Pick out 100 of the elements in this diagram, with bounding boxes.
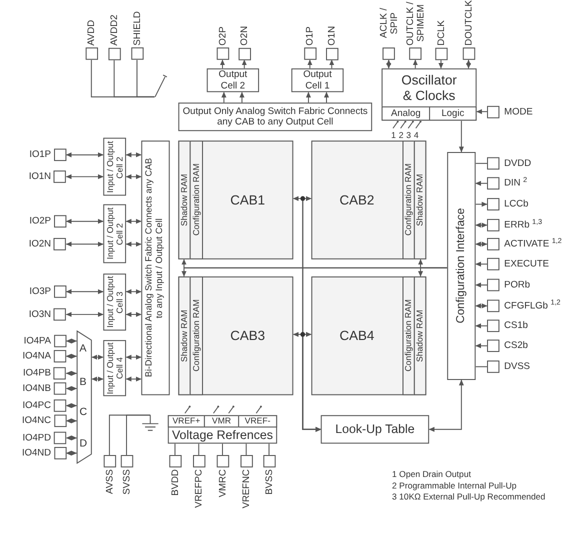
pin-label: IO3P [29,286,51,297]
arrow [475,323,488,328]
output-cell-block [291,68,344,92]
mux-channel-label: A [80,342,86,354]
pin-label: IO4PA [24,336,51,346]
signal-number: 4 [414,130,419,140]
arrow [324,92,329,104]
pin-label: LCCb [504,199,528,210]
pin-label: ERRb $^{1,3}$ [504,220,542,230]
block-label: Oscillator & Clocks [400,72,458,103]
pin-label: OUTCLK / SPIMEM [404,0,426,46]
block-label: Shadow RAM [180,174,190,226]
configuration-interface-block [447,152,476,380]
pin-label: ACLK / SPIP [378,7,400,40]
pin-label: AVDD [86,20,97,46]
block-label: Shadow RAM [415,174,425,226]
pin-label: DVSS [504,361,530,372]
connector-line [198,443,200,456]
block-label: Input / Output Cell 3 [104,275,124,330]
arrow [418,267,448,277]
arrow [428,380,464,432]
reference-cell [238,415,278,428]
oscillator-block [382,68,477,121]
block-label: Analog [391,108,421,119]
switch-fabric-block [141,140,170,396]
arrow [66,450,78,456]
block-label: Logic [442,108,464,119]
ram-strip [402,276,415,396]
pin-label: O1P [304,26,316,46]
arrow [126,174,142,180]
arrow [66,242,104,247]
pin-label: DVDD [504,158,532,169]
connector-line [126,414,151,456]
arrow [66,370,78,376]
cab-block [178,140,294,260]
connector-line [475,162,488,164]
pin-label: IO4ND [22,448,51,458]
block-label: Configuration RAM [404,164,414,236]
pin-label: O1N [326,26,337,46]
arrow [242,59,247,69]
logic-section [429,106,477,121]
pin-label: IO4NC [22,416,51,426]
pin-label: VREFNC [241,469,252,508]
block-label: Configuration RAM [191,300,202,372]
block-label: Configuration RAM [404,300,414,372]
pin-label: IO4NB [22,383,51,394]
arrow [475,202,488,207]
pin-label: IO4PB [23,368,51,379]
ram-strip [402,140,415,260]
pin-label: DOUTCLK [463,0,474,46]
arrow [66,152,104,158]
cab-block [178,276,294,396]
arrow [329,59,334,69]
pin-label: IO4PC [22,400,51,411]
pin-label: IO3N [28,309,51,320]
pin-label: BVDD [170,469,180,496]
pin-label: CS2b [504,340,528,352]
arrow [306,92,311,104]
arrow [66,289,104,294]
block-label: Bi-Directional Analog Switch Fabric Connects any CAB to any Input / Output Cell [145,158,166,378]
analog-section [382,106,430,121]
arrow [66,435,78,440]
signal-number: 3 [406,130,412,140]
arrow [66,354,78,359]
arrow [66,312,104,317]
pin-label: VMRC [217,469,228,498]
arrow [386,59,392,69]
block-label: Configuration RAM [191,164,202,236]
arrow [221,92,226,104]
signal-number: 1 [391,130,396,140]
block-label: Input / Output Cell 2 [104,206,124,262]
pin-label: DCLK [436,20,446,46]
voltage-reference-block [168,415,278,444]
reference-cell [204,415,240,428]
arrow [475,303,488,308]
output-cell-block [206,68,260,92]
pin-label: O2P [217,26,228,46]
arrow [126,152,142,158]
arrow [66,338,78,344]
pin-label: PORb [504,280,530,290]
block-label: Look-Up Table [335,422,415,436]
block-label: Voltage Refrences [172,428,273,443]
arrow [126,376,142,382]
connector-line [174,443,176,456]
arrow [66,403,78,408]
pin-label: IO1N [28,171,51,182]
pin-label: SVSS [121,469,132,495]
mux-channel-label: C [80,406,88,418]
pin-label: O2N [239,26,250,46]
pin-label: EXECUTE [504,258,550,270]
arrow [475,222,488,228]
ram-strip [178,276,191,396]
cab-block [311,140,426,260]
block-label: CAB1 [230,192,266,208]
pin-label: AVDD2 [108,14,120,46]
connector-line [222,443,223,456]
pin-label: SHIELD [132,11,142,46]
arrow [66,218,104,224]
block-label: Output Only Analog Switch Fabric Connects any CAB to any Output Cell [182,106,368,128]
arrow [126,242,142,247]
